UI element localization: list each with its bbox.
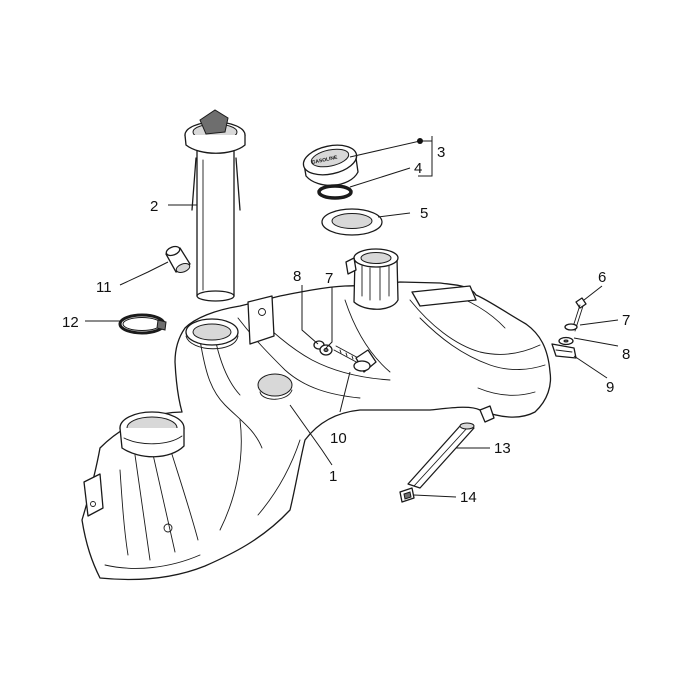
callout-3: 3 [437, 144, 445, 161]
callout-6: 6 [598, 269, 606, 286]
leader-lines [85, 136, 619, 498]
hose-clamp [118, 313, 167, 335]
callout-11: 11 [96, 279, 112, 296]
callout-1: 1 [329, 468, 337, 485]
callout-8-left: 8 [293, 268, 301, 285]
callout-10: 10 [330, 430, 347, 447]
o-ring [317, 184, 353, 200]
callout-4: 4 [414, 160, 422, 177]
callout-7-left: 7 [325, 270, 333, 287]
callout-labels: 2 11 12 8 7 10 1 3 4 5 6 7 8 9 13 14 [62, 144, 630, 506]
hose-clip [399, 487, 415, 503]
callout-8-right: 8 [622, 346, 630, 363]
callout-9: 9 [606, 379, 614, 396]
callout-2: 2 [150, 198, 158, 215]
filler-gasket [321, 208, 383, 236]
spacer-bolt [333, 345, 377, 373]
callout-5: 5 [420, 205, 428, 222]
cap-label-text: GASOLINE [311, 155, 338, 166]
callout-12: 12 [62, 314, 79, 331]
fuel-level-sender [184, 109, 246, 302]
rubber-grommet [165, 245, 191, 273]
washer-right [558, 323, 578, 346]
fuel-tank [81, 248, 552, 581]
breather-hose [407, 422, 475, 489]
fuel-cap: GASOLINE [302, 144, 359, 187]
mounting-bolt [571, 297, 587, 332]
tank-clip [551, 343, 577, 359]
callout-13: 13 [494, 440, 511, 457]
callout-7-right: 7 [622, 312, 630, 329]
callout-14: 14 [460, 489, 477, 506]
